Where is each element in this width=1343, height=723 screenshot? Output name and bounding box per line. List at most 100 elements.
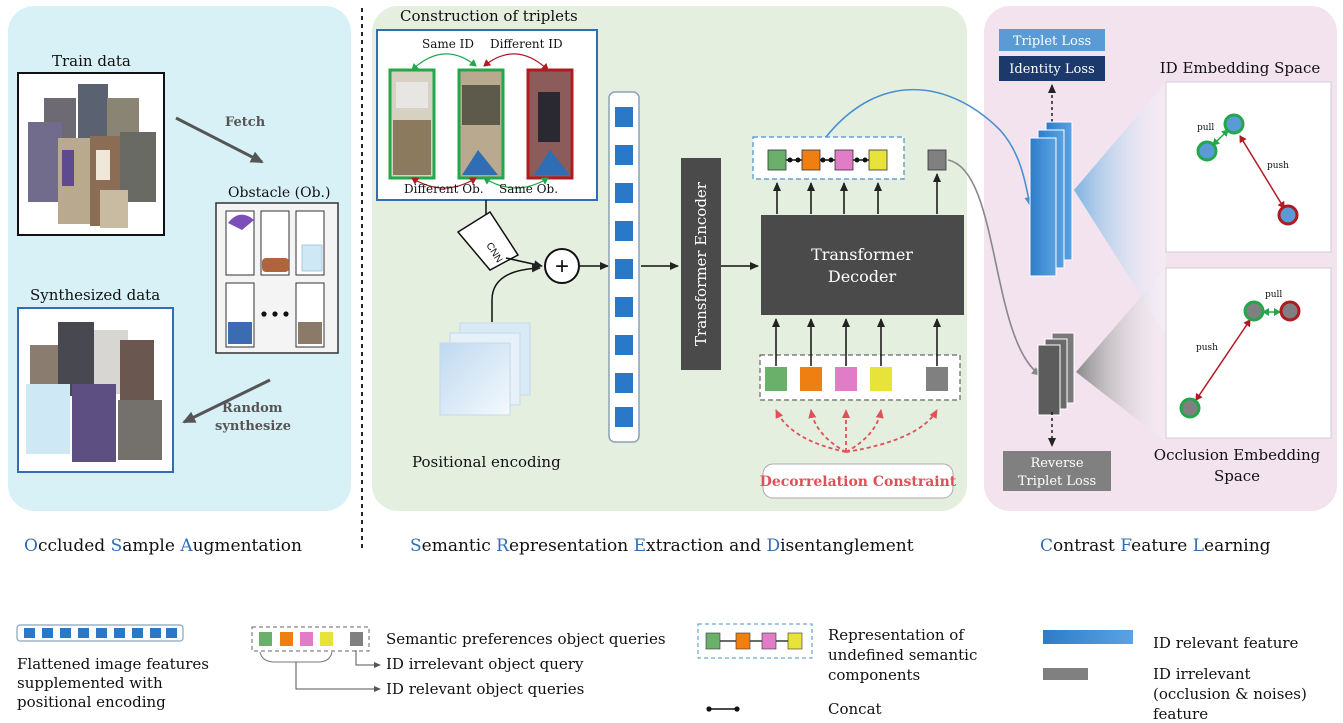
caption-rest: ccluded: [38, 536, 111, 556]
token-squares: [615, 107, 633, 427]
caption-initial: O: [24, 536, 38, 556]
occlusion-feature-stack: [1037, 332, 1075, 416]
legend-irrelevant-pointer: [355, 650, 381, 668]
occlusion-feature-connector: [947, 159, 1041, 376]
reverse-triplet-loss-box: [1003, 451, 1111, 491]
legend-repr-1: Representation of: [828, 626, 965, 644]
car-obstacle: [262, 258, 289, 272]
same-ob-arc: [483, 177, 549, 189]
legend-flattened-squares: [24, 628, 177, 638]
caption-extraction: Semantic Representation Extraction and D…: [410, 536, 914, 556]
occlusion-push-arrow: [1195, 319, 1251, 401]
caption-rest: ontrast: [1053, 536, 1120, 556]
synthesized-label: Synthesized data: [30, 286, 160, 304]
positional-encoding-label: Positional encoding: [412, 453, 561, 471]
occlusion-embedding-title-1: Occlusion Embedding: [1154, 446, 1321, 464]
legend-flattened-2: supplemented with: [17, 674, 163, 692]
triplet-loss-box: [999, 29, 1105, 51]
transformer-decoder: [761, 215, 964, 315]
id-embedding-panel: [1165, 81, 1332, 253]
caption-initial: D: [766, 536, 780, 556]
triplets-title: Construction of triplets: [400, 7, 578, 25]
id-feature-connector: [825, 88, 1033, 206]
misc-obstacle: [298, 322, 322, 344]
caption-initial: A: [179, 536, 193, 556]
caption-rest: earning: [1204, 536, 1271, 556]
occlusion-negative-node: [1179, 397, 1201, 419]
id-push-arrow: [1239, 135, 1285, 209]
caption-augmentation: Occluded Sample Augmentation: [24, 536, 302, 556]
obstacle-label: Obstacle (Ob.): [228, 185, 330, 201]
triplet-positive-image: [457, 68, 505, 180]
occlusion-embedding-cone: [1076, 268, 1166, 442]
caption-contrast: Contrast Feature Learning: [1040, 536, 1271, 556]
caption-rest: epresentation: [509, 536, 634, 556]
legend-concat: Concat: [828, 700, 882, 718]
id-negative-node: [1277, 204, 1299, 226]
synthesized-images: [26, 322, 162, 462]
query-squares: [765, 367, 948, 391]
same-id-arc: [411, 53, 477, 71]
legend-query-squares: [259, 632, 363, 646]
different-id-label: Different ID: [490, 37, 563, 51]
legend-repr-3: components: [828, 666, 920, 684]
decoder-output-arrows: [773, 173, 941, 214]
same-id-label: Same ID: [422, 37, 474, 51]
paper-obstacle: [301, 244, 323, 272]
legend-flattened-3: positional encoding: [17, 693, 166, 711]
caption-initial: R: [496, 536, 510, 556]
synthesize-label: synthesize: [215, 419, 291, 434]
triplet-loss-label: Triplet Loss: [1013, 34, 1091, 49]
caption-initial: S: [111, 536, 123, 556]
occlusion-embedding-title-2: Space: [1214, 467, 1260, 485]
transformer-encoder: [681, 158, 721, 370]
umbrella-obstacle: [228, 214, 254, 230]
legend-repr-2: undefined semantic: [828, 646, 977, 664]
caption-rest: xtraction and: [646, 536, 766, 556]
triplet-anchor-image: [388, 68, 436, 180]
triplet-negative-image: [526, 68, 574, 180]
occlusion-anchor-node: [1243, 300, 1265, 322]
legend-id-irrelevant-2: (occlusion & noises): [1153, 685, 1307, 703]
caption-rest: ample: [122, 536, 180, 556]
fetch-arrow: [175, 116, 264, 164]
query-to-decoder-arrows: [772, 318, 941, 366]
caption-initial: E: [634, 536, 646, 556]
legend-concat-dot-left: [706, 706, 712, 712]
id-feature-stack: [1029, 121, 1073, 277]
legend-id-irrelevant-1: ID irrelevant: [1153, 665, 1251, 683]
reverse-triplet-loss-label: Triplet Loss: [1018, 474, 1096, 489]
identity-loss-box: [999, 56, 1105, 81]
caption-initial: F: [1120, 536, 1132, 556]
ellipsis-dots: [261, 311, 289, 317]
legend-id-relevant-bar: [1043, 630, 1133, 644]
caption-rest: ugmentation: [193, 536, 302, 556]
decorrelation-constraint-box: [762, 463, 954, 499]
decorrelation-arrows: [775, 409, 938, 453]
occlusion-push-label: push: [1196, 343, 1218, 353]
decoder-label-2: Decoder: [828, 267, 897, 286]
legend-relevant-pointer: [295, 662, 381, 692]
different-id-arc: [483, 53, 549, 71]
same-ob-label: Same Ob.: [499, 182, 558, 196]
caption-initial: C: [1040, 536, 1053, 556]
decoder-label-1: Transformer: [811, 245, 913, 264]
positional-to-add: [491, 264, 541, 322]
legend-concat-dot-right: [734, 706, 740, 712]
caption-initial: S: [410, 536, 422, 556]
legend-representation-cubes: [705, 632, 803, 650]
different-ob-label: Different Ob.: [404, 182, 484, 196]
caption-rest: eature: [1131, 536, 1193, 556]
caption-rest: isentanglement: [780, 536, 914, 556]
legend-semantic-queries: Semantic preferences object queries: [386, 630, 666, 648]
different-ob-arc: [411, 177, 477, 189]
fetch-label: Fetch: [225, 115, 266, 130]
train-data-label: Train data: [52, 52, 131, 70]
reverse-label: Reverse: [1030, 456, 1083, 471]
legend-relevant-brace: [259, 651, 333, 663]
legend-id-irrelevant-bar: [1043, 668, 1088, 680]
id-positive-node: [1196, 140, 1218, 162]
decorrelation-constraint-label: Decorrelation Constraint: [760, 474, 957, 490]
train-data-images: [28, 84, 156, 228]
